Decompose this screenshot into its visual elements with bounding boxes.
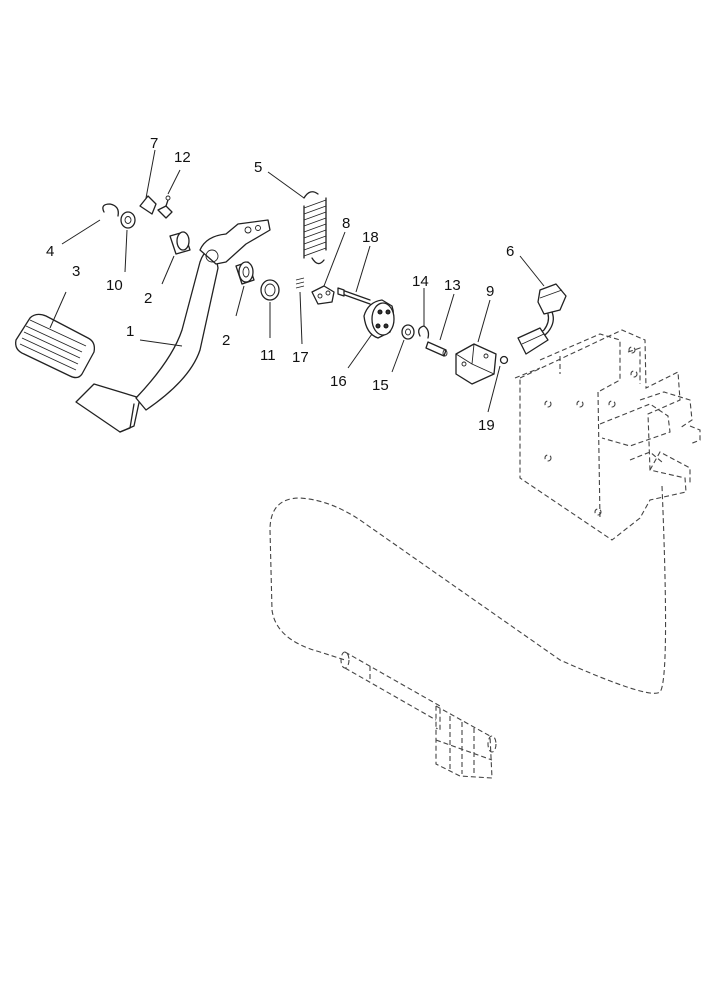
bushing-lower [235,261,255,285]
callout-16: 16 [330,373,347,390]
grease-fitting [157,195,173,219]
washer-small [401,324,415,340]
mounting-bracket-phantom [514,329,701,541]
callout-5: 5 [254,159,262,176]
bolt [337,287,371,305]
callout-9: 9 [486,283,494,300]
callout-4: 4 [46,243,54,260]
callout-17: 17 [292,349,309,366]
pedal-pad [15,313,96,379]
harness-connector [517,283,567,355]
sensor-rotor [363,299,395,339]
washer-left [120,211,136,229]
position-sensor [455,343,497,385]
leader-lines [49,149,545,413]
callout-8: 8 [342,215,350,232]
e-clip [418,325,430,339]
spring-clip [139,195,157,215]
bushing-upper [169,231,191,255]
callout-1: 1 [126,323,134,340]
sensor-shaft [425,341,448,357]
pivot-cylinder-phantom [340,651,497,779]
callout-3: 3 [72,263,80,280]
callout-15: 15 [372,377,389,394]
callout-2: 2 [144,290,152,307]
retaining-clip [102,203,119,217]
washer-large [260,279,280,301]
callout-7: 7 [150,135,158,152]
return-spring [303,191,327,265]
callout-13: 13 [444,277,461,294]
callout-14: 14 [412,273,429,290]
callout-19: 19 [478,417,495,434]
cable-loop-phantom [269,485,667,694]
nut [499,355,509,365]
callout-10: 10 [106,277,123,294]
callout-18: 18 [362,229,379,246]
callout-6: 6 [506,243,514,260]
callout-12: 12 [174,149,191,166]
small-spring [295,277,305,289]
callout-labels: 1 2 2 3 4 5 6 7 8 9 10 11 12 13 14 15 16… [46,135,514,434]
callout-11: 11 [260,347,276,364]
mounting-plate [311,285,335,305]
callout-2: 2 [222,332,230,349]
pedal-arm [75,219,271,433]
